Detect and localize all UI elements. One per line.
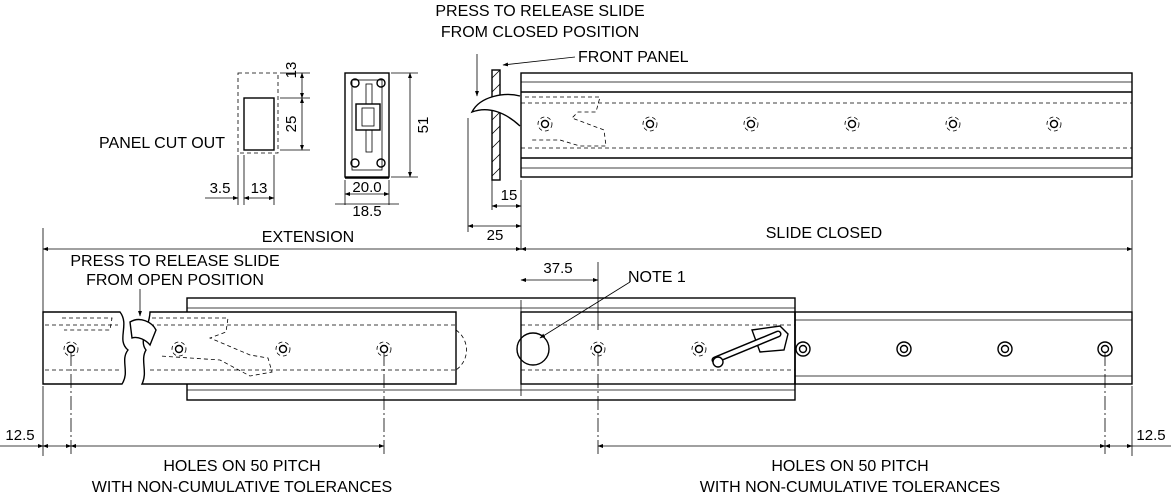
slide-closed-label: SLIDE CLOSED — [766, 225, 882, 242]
dim-section-height: 51 — [415, 117, 432, 134]
dim-end-left: 12.5 — [5, 427, 34, 444]
press-closed-label-line2: FROM CLOSED POSITION — [441, 24, 639, 41]
slide-extended-view — [42, 297, 1133, 401]
press-open-label-line1: PRESS TO RELEASE SLIDE — [70, 253, 279, 270]
dim-section-inner-width: 20.0 — [352, 179, 381, 196]
dim-panel-thickness: 15 — [501, 187, 518, 204]
holes-left-label-line2: WITH NON-CUMULATIVE TOLERANCES — [92, 479, 392, 496]
dim-section-outer-width: 18.5 — [352, 203, 381, 220]
press-open-label-line2: FROM OPEN POSITION — [86, 272, 264, 289]
holes-right-label-line2: WITH NON-CUMULATIVE TOLERANCES — [700, 479, 1000, 496]
press-closed-label-line1: PRESS TO RELEASE SLIDE — [435, 3, 644, 20]
holes-right-label-line1: HOLES ON 50 PITCH — [771, 458, 928, 475]
dim-cutout-top: 13 — [283, 62, 300, 79]
front-panel-label: FRONT PANEL — [578, 49, 689, 66]
bottom-dimensions — [0, 352, 1171, 456]
slide-cross-section — [335, 72, 418, 205]
extension-label: EXTENSION — [262, 229, 354, 246]
dim-panel-offset: 25 — [487, 227, 504, 244]
dim-cutout-height: 25 — [283, 116, 300, 133]
dim-cutout-width: 13 — [251, 180, 268, 197]
panel-cut-out-label: PANEL CUT OUT — [99, 135, 225, 152]
note-1-label: NOTE 1 — [628, 269, 686, 286]
panel-cutout-view — [205, 72, 310, 205]
extension-dimension — [42, 180, 1133, 312]
dim-extension-offset: 37.5 — [543, 260, 572, 277]
slide-closed-view — [467, 54, 1133, 250]
dim-cutout-offset: 3.5 — [210, 180, 231, 197]
holes-left-label-line1: HOLES ON 50 PITCH — [163, 458, 320, 475]
dim-end-right: 12.5 — [1136, 427, 1165, 444]
